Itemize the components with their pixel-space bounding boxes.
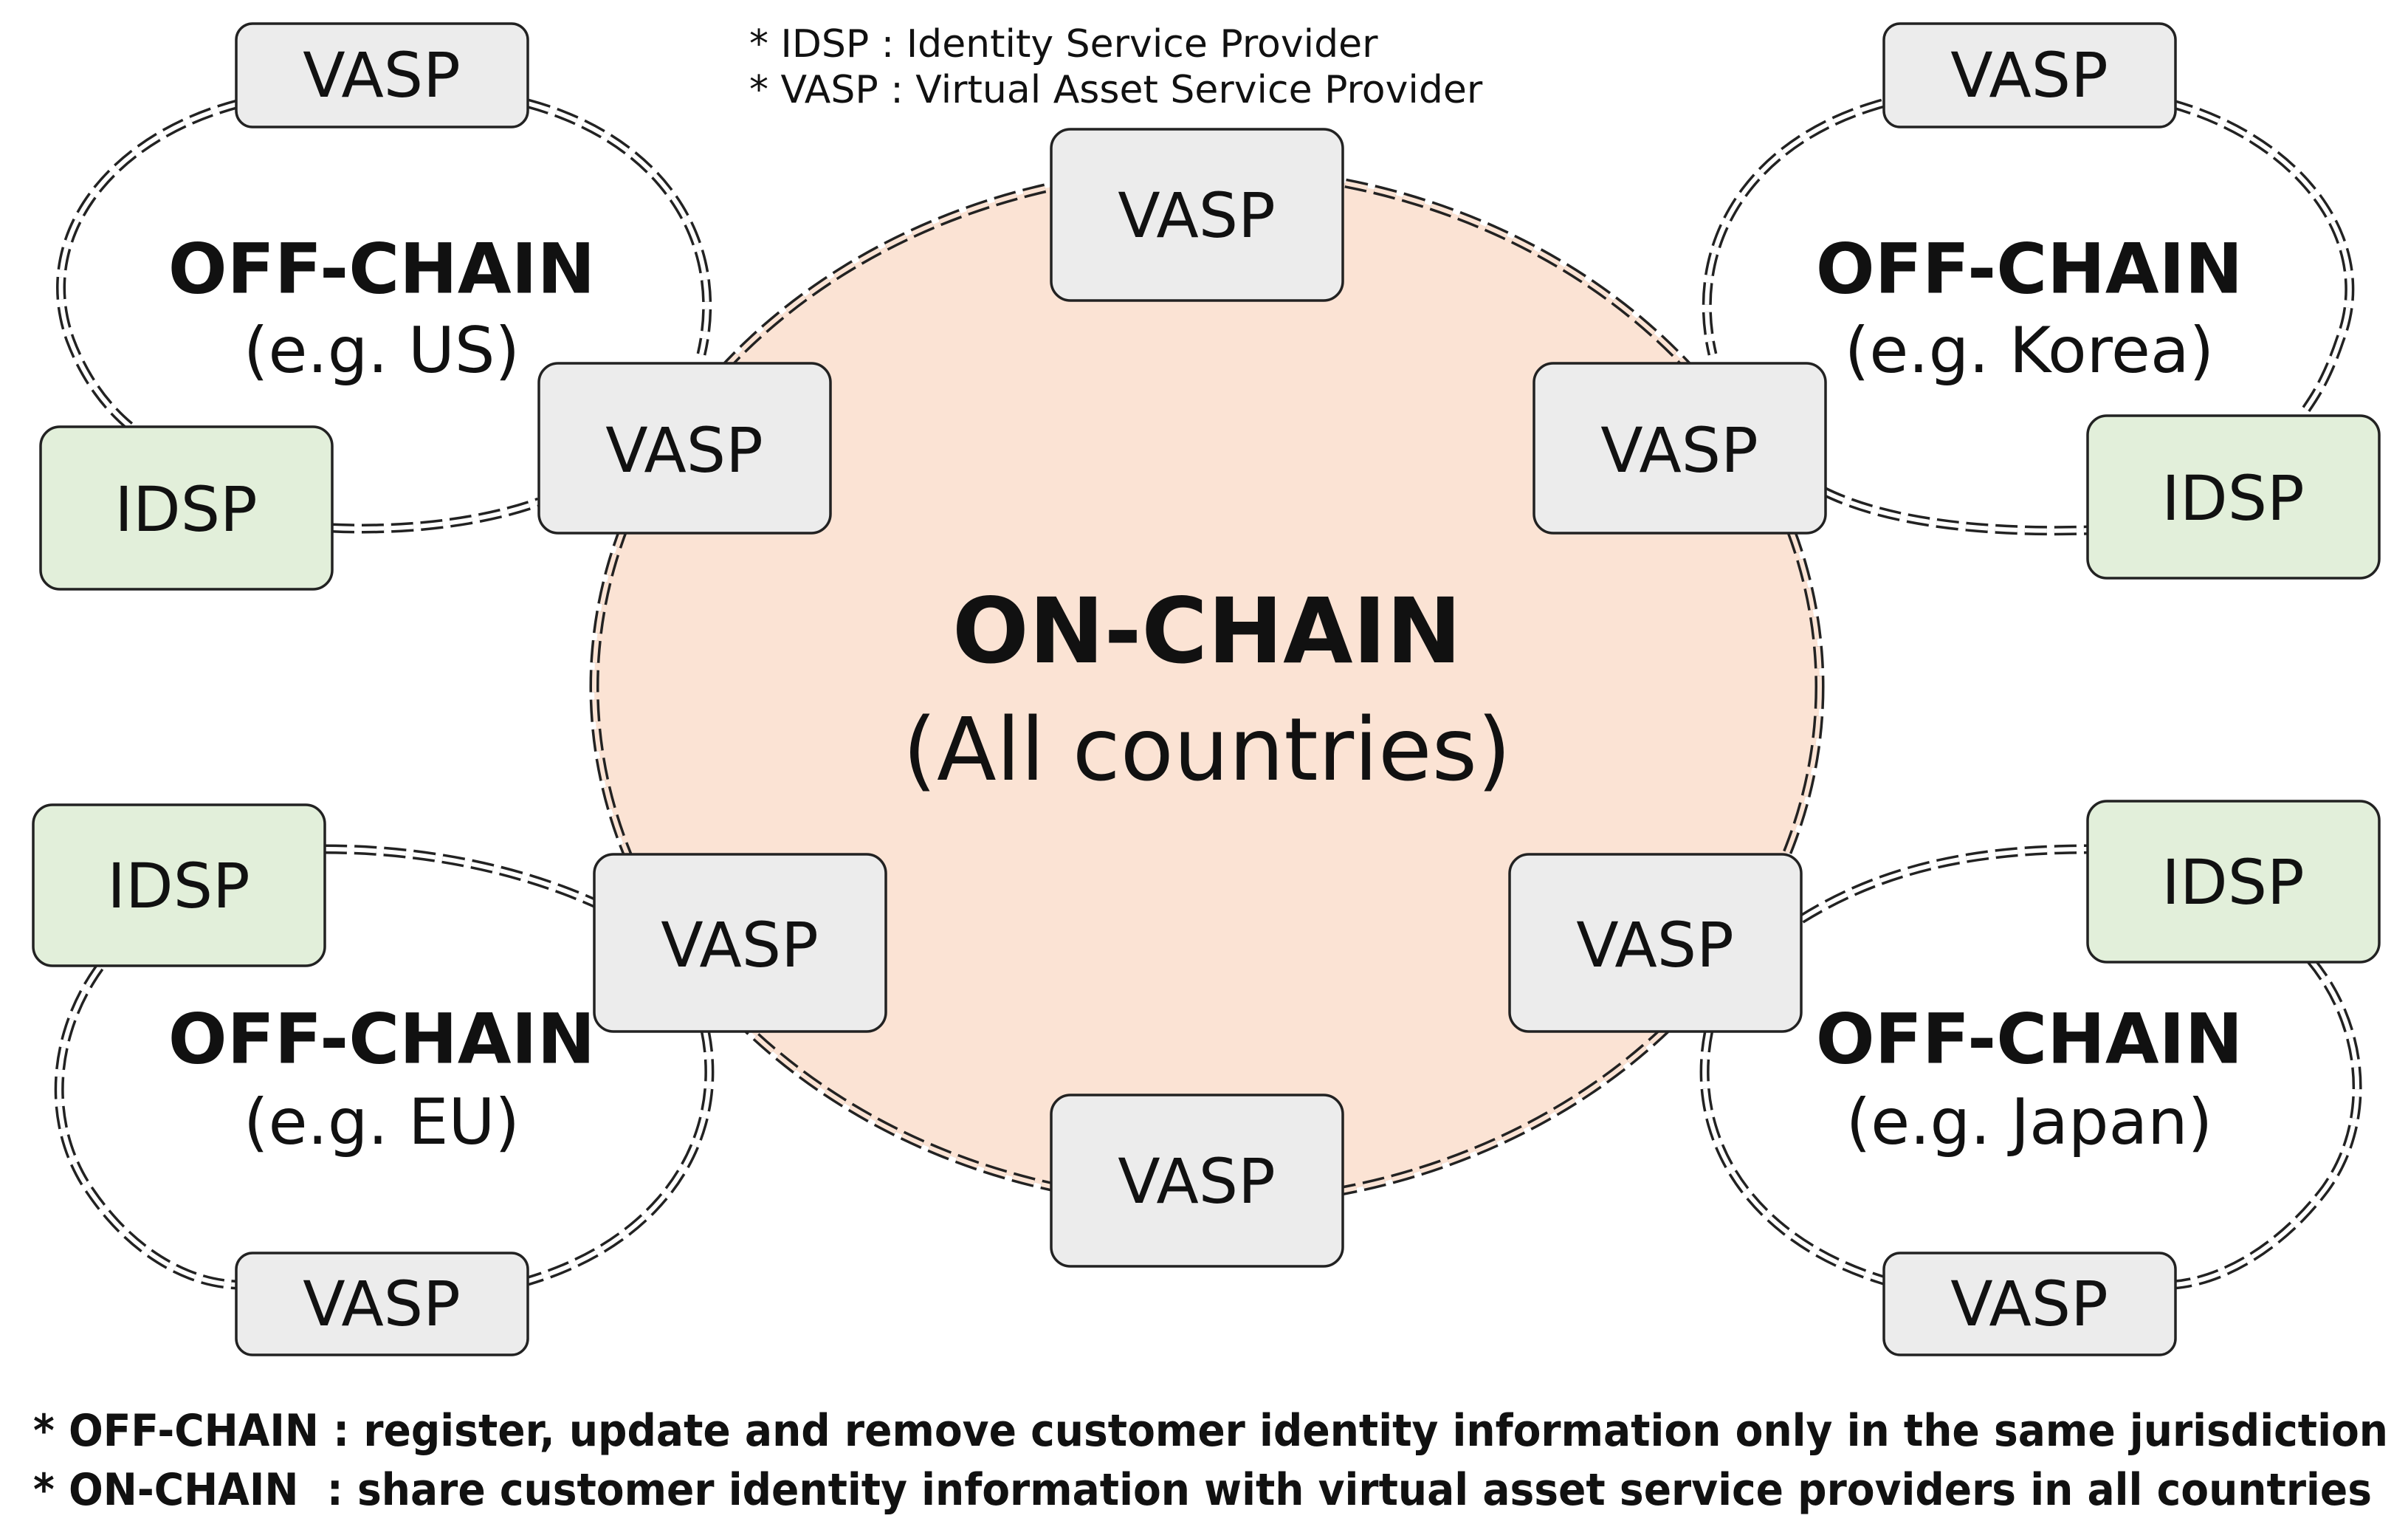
vasp-label: VASP — [1950, 39, 2108, 111]
korea-region-subtitle: (e.g. Korea) — [1845, 314, 2214, 388]
idsp-label: IDSP — [107, 850, 250, 922]
japan-region-title: OFF-CHAIN — [1816, 1000, 2243, 1080]
legend-line-idsp: * IDSP : Identity Service Provider — [749, 22, 1378, 66]
vasp-node-eu-right: VASP — [593, 853, 887, 1033]
vasp-label: VASP — [303, 1268, 461, 1340]
idsp-label: IDSP — [2161, 846, 2304, 919]
eu-region-subtitle: (e.g. EU) — [244, 1085, 520, 1159]
vasp-label: VASP — [605, 414, 763, 487]
connector-lines — [54, 98, 2362, 1290]
vasp-node-us-top: VASP — [235, 22, 529, 128]
footnotes: * OFF-CHAIN : register, update and remov… — [33, 1405, 2388, 1516]
vasp-label: VASP — [661, 909, 819, 981]
on-chain-subtitle: (All countries) — [903, 698, 1511, 800]
nodes: VASP VASP VASP VASP VASP VASP VASP VASP — [32, 22, 2381, 1356]
vasp-label: VASP — [1950, 1268, 2108, 1340]
vasp-label: VASP — [1118, 1145, 1276, 1218]
vasp-label: VASP — [1576, 909, 1734, 981]
on-chain-title: ON-CHAIN — [952, 579, 1462, 684]
vasp-node-us-right: VASP — [537, 362, 832, 535]
idsp-label: IDSP — [114, 473, 257, 546]
eu-region-title: OFF-CHAIN — [168, 1000, 596, 1080]
footnote-off-chain: * OFF-CHAIN : register, update and remov… — [33, 1405, 2388, 1457]
korea-region-title: OFF-CHAIN — [1816, 230, 2243, 310]
vasp-label: VASP — [1118, 179, 1276, 252]
region-labels: OFF-CHAIN (e.g. US) OFF-CHAIN (e.g. Kore… — [168, 230, 2243, 1160]
footnote-on-chain: * ON-CHAIN : share customer identity inf… — [33, 1464, 2372, 1516]
eu-region-top-link — [324, 844, 600, 909]
us-region-subtitle: (e.g. US) — [244, 314, 520, 388]
japan-region-subtitle: (e.g. Japan) — [1846, 1085, 2212, 1159]
vasp-node-japan-left: VASP — [1508, 853, 1803, 1033]
idsp-node-eu: IDSP — [32, 803, 326, 967]
idsp-node-us: IDSP — [39, 425, 334, 591]
idsp-node-japan: IDSP — [2086, 800, 2381, 964]
vasp-node-eu-bottom: VASP — [235, 1252, 529, 1356]
vasp-node-korea-left: VASP — [1532, 362, 1827, 535]
vasp-node-center-bottom: VASP — [1050, 1094, 1344, 1268]
idsp-node-korea: IDSP — [2086, 414, 2381, 580]
vasp-label: VASP — [303, 39, 461, 111]
legend-line-vasp: * VASP : Virtual Asset Service Provider — [749, 68, 1483, 112]
japan-region-top-link — [1798, 844, 2090, 924]
vasp-node-korea-top: VASP — [1882, 22, 2177, 128]
vasp-node-center-top: VASP — [1050, 128, 1344, 302]
us-region-title: OFF-CHAIN — [168, 230, 596, 310]
abbreviation-legend: * IDSP : Identity Service Provider * VAS… — [749, 22, 1483, 112]
vasp-node-japan-bottom: VASP — [1882, 1252, 2177, 1356]
vasp-label: VASP — [1600, 414, 1758, 487]
idsp-label: IDSP — [2161, 462, 2304, 535]
on-chain-ellipse — [589, 165, 1825, 1209]
